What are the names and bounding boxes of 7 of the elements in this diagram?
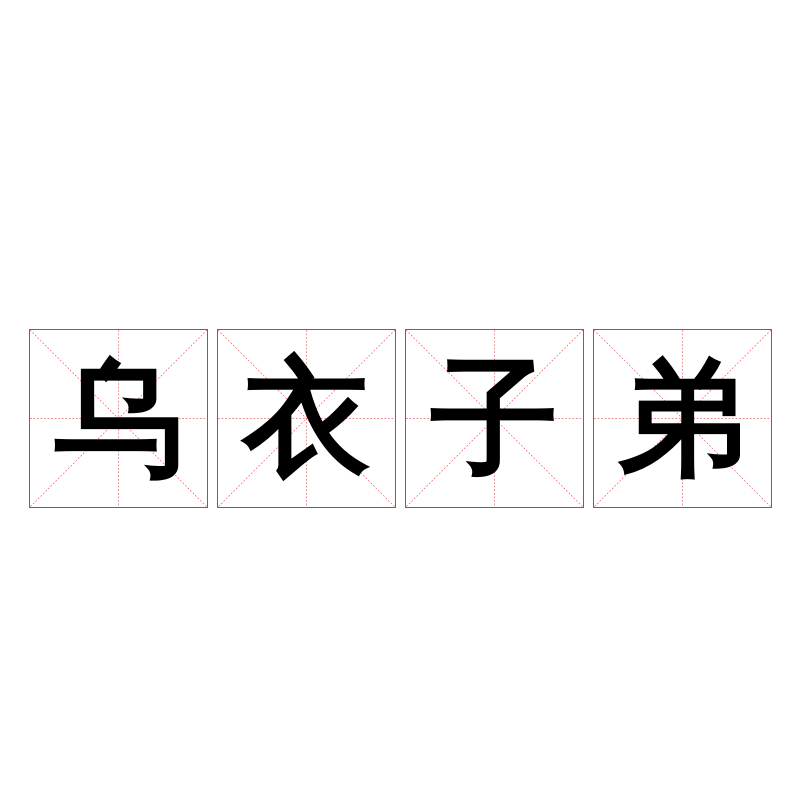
character: 弟 bbox=[616, 354, 748, 482]
grid-box bbox=[405, 329, 584, 508]
character: 乌 bbox=[54, 354, 184, 482]
grid-box bbox=[217, 329, 396, 508]
grid-box bbox=[593, 329, 772, 508]
character: 子 bbox=[430, 354, 560, 482]
grid-box bbox=[29, 329, 208, 508]
